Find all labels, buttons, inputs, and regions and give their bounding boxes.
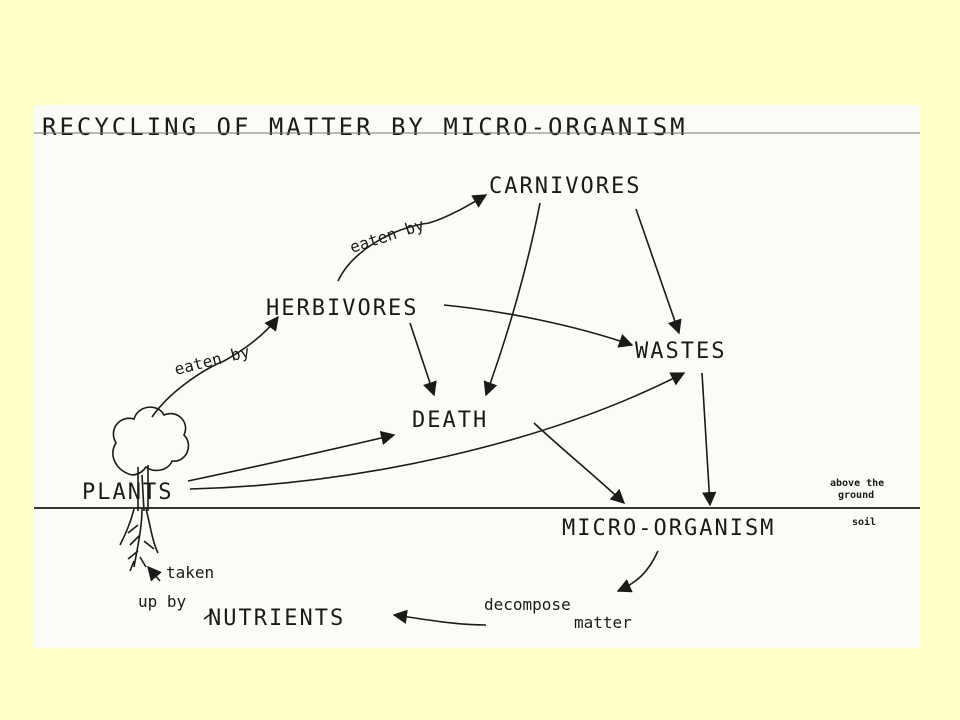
label-eaten-by-herbivores: eaten by [172, 342, 252, 379]
label-above-ground-2: ground [838, 490, 874, 501]
label-above-ground-1: above the [830, 478, 884, 489]
arrow-herbivores-to-death [409, 322, 437, 397]
arrow-herbivores-to-carnivores [337, 194, 488, 282]
arrow-plants-to-death [187, 430, 396, 482]
recycling-diagram: RECYCLING OF MATTER BY MICRO-ORGANISM CA… [34, 113, 920, 632]
arrow-decompose-to-nutrients [392, 609, 487, 626]
label-decompose: decompose [484, 595, 571, 614]
plant-tree-icon [112, 406, 190, 572]
arrow-nutrients-tick [203, 612, 213, 620]
diagram-title: RECYCLING OF MATTER BY MICRO-ORGANISM [42, 113, 688, 141]
node-nutrients: NUTRIENTS [208, 606, 345, 631]
node-death: DEATH [412, 408, 488, 433]
arrow-plants-to-wastes [189, 372, 686, 490]
node-micro-organism: MICRO-ORGANISM [562, 516, 775, 541]
arrow-nutrients-to-plants [147, 565, 162, 582]
arrow-herbivores-to-wastes [443, 304, 634, 348]
label-soil: soil [852, 516, 876, 528]
node-wastes: WASTES [635, 339, 726, 364]
diagram-panel: RECYCLING OF MATTER BY MICRO-ORGANISM CA… [34, 105, 920, 648]
label-matter: matter [574, 613, 632, 632]
arrow-death-to-micro-organism [533, 422, 626, 504]
label-up-by: up by [138, 592, 187, 611]
arrow-carnivores-to-death [483, 202, 541, 397]
arrow-micro-organism-to-decompose [616, 550, 659, 593]
arrow-carnivores-to-wastes [635, 208, 682, 335]
node-herbivores: HERBIVORES [266, 296, 418, 321]
arrow-wastes-to-micro-organism [701, 372, 717, 507]
arrow-plants-to-herbivores [151, 315, 279, 418]
node-plants: PLANTS [82, 480, 173, 505]
node-carnivores: CARNIVORES [489, 174, 641, 199]
label-taken: taken [166, 563, 214, 582]
